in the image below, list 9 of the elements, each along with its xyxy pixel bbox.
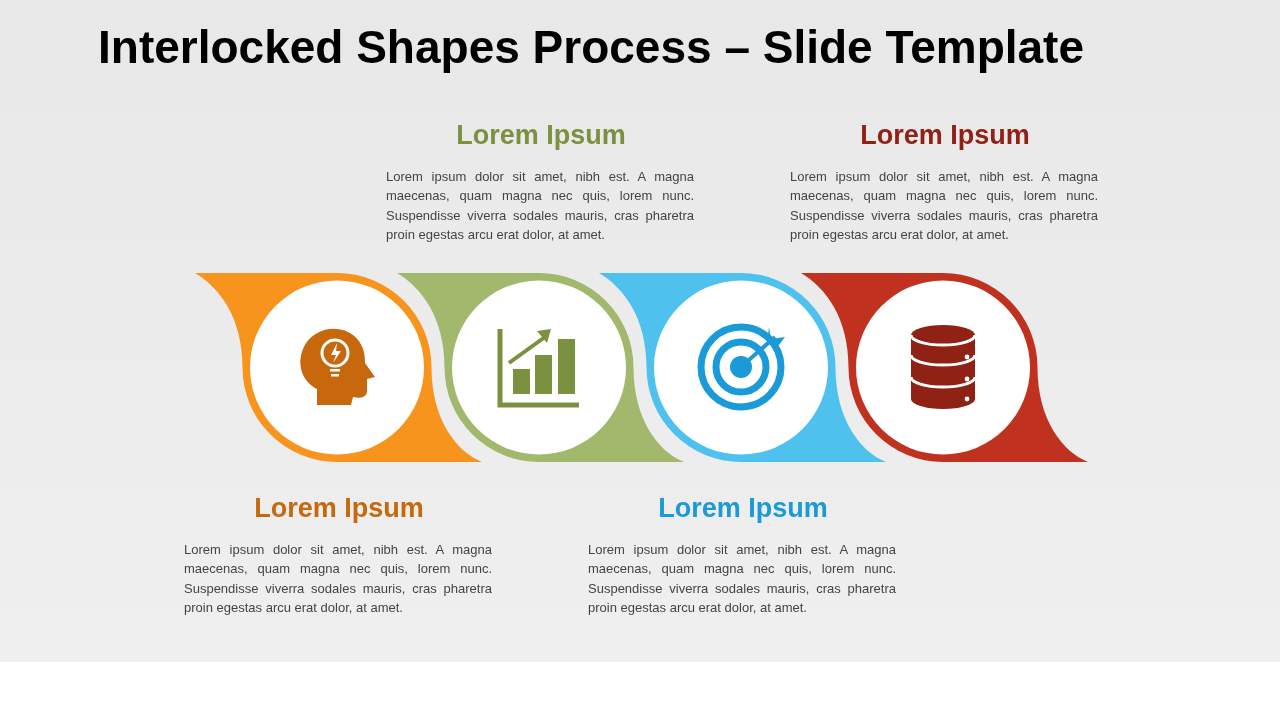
step-heading: Lorem Ipsum xyxy=(859,120,1031,151)
step-description: Lorem ipsum dolor sit amet, nibh est. A magna maecenas, quam magna nec quis, lorem nunc. Suspendisse viverra sodales mauris, cras pharetra proin egestas arcu erat dolor, at amet. xyxy=(184,541,492,617)
step-description: Lorem ipsum dolor sit amet, nibh est. A magna maecenas, quam magna nec quis, lorem nunc. Suspendisse viverra sodales mauris, cras pharetra proin egestas arcu erat dolor, at amet. xyxy=(386,168,694,244)
step-description: Lorem ipsum dolor sit amet, nibh est. A magna maecenas, quam magna nec quis, lorem nunc. Suspendisse viverra sodales mauris, cras pharetra proin egestas arcu erat dolor, at amet. xyxy=(790,168,1098,244)
slide-title: Interlocked Shapes Process – Slide Template xyxy=(98,20,1084,74)
step-description: Lorem ipsum dolor sit amet, nibh est. A magna maecenas, quam magna nec quis, lorem nunc. Suspendisse viverra sodales mauris, cras pharetra proin egestas arcu erat dolor, at amet. xyxy=(588,541,896,617)
step-heading: Lorem Ipsum xyxy=(253,493,425,524)
step-heading: Lorem Ipsum xyxy=(657,493,829,524)
step-heading: Lorem Ipsum xyxy=(455,120,627,151)
